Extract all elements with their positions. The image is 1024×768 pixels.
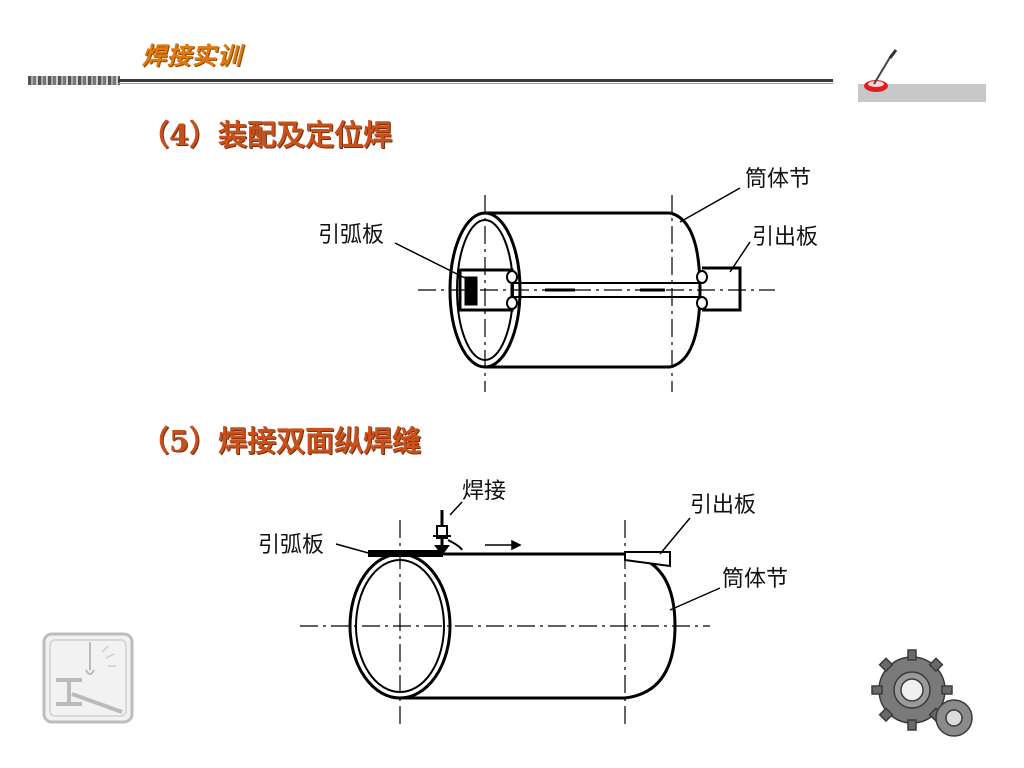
label-shell: 筒体节 bbox=[722, 567, 788, 592]
runout-plate-shape bbox=[624, 551, 671, 568]
label-runout-plate: 引出板 bbox=[752, 225, 818, 250]
gears-icon bbox=[871, 649, 973, 737]
welding-torch bbox=[433, 510, 463, 556]
runout-plate-shape bbox=[702, 266, 742, 312]
arc-plate-shape bbox=[458, 268, 514, 312]
section-heading-assembly: （4）装配及定位焊 bbox=[140, 118, 393, 152]
header-rule bbox=[118, 79, 833, 82]
header-gray-bar bbox=[858, 84, 986, 102]
diagram-assembly-tack-weld: 引弧板 筒体节 引出板 bbox=[318, 167, 818, 392]
crane-beam-icon bbox=[42, 632, 134, 724]
header-rule-pattern bbox=[28, 76, 120, 85]
label-shell: 筒体节 bbox=[745, 167, 811, 192]
arc-plate-shape bbox=[368, 550, 443, 557]
direction-arrow bbox=[485, 539, 522, 551]
label-arc-plate: 引弧板 bbox=[318, 223, 384, 248]
section-heading-double-seam: （5）焊接双面纵焊缝 bbox=[140, 424, 422, 458]
longitudinal-seam bbox=[512, 282, 702, 298]
label-runout-plate: 引出板 bbox=[690, 493, 756, 518]
label-welding: 焊接 bbox=[462, 479, 506, 504]
diagram-double-longitudinal-seam: 焊接 引弧板 引出板 筒体节 bbox=[258, 479, 788, 725]
header-title: 焊接实训 bbox=[142, 42, 242, 70]
label-arc-plate: 引弧板 bbox=[258, 533, 324, 558]
header-rule-shadow bbox=[118, 83, 833, 84]
welding-torch-icon bbox=[864, 49, 898, 92]
